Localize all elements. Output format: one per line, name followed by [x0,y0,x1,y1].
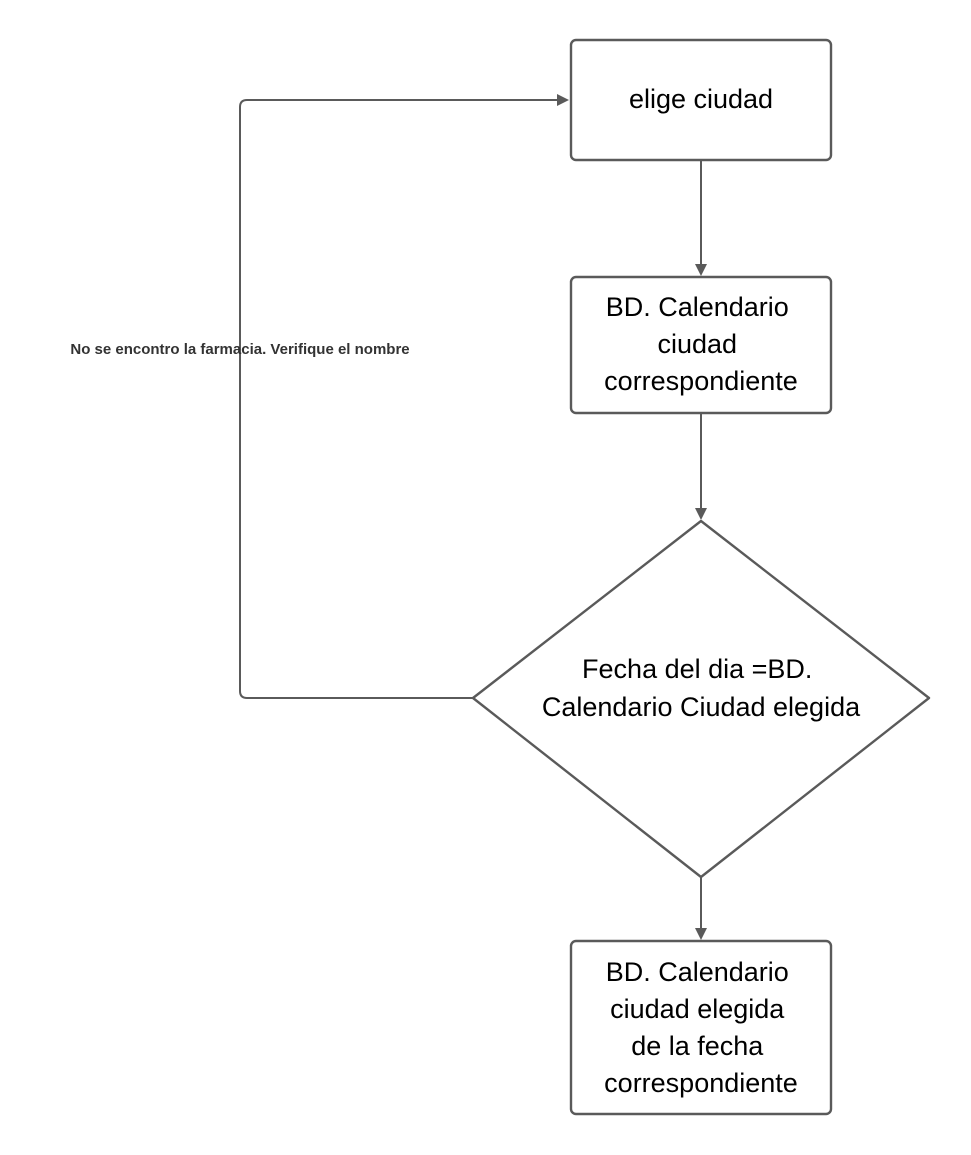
edge-date-check-loop-back-to-choose-city [239,94,569,699]
node-choose-city-text: elige ciudad [629,84,773,114]
node-line: correspondiente [604,1068,798,1098]
loop-back-label: No se encontro la farmacia. Verifique el… [70,341,409,358]
connectors [239,94,707,940]
node-date-check-text: Fecha del dia =BD. Calendario Ciudad ele… [542,654,861,722]
node-line: Calendario Ciudad elegida [542,692,861,722]
node-line: ciudad elegida [610,994,785,1024]
node-line: BD. Calendario [606,957,789,987]
process-box [569,38,833,162]
node-line: de la fecha [631,1031,764,1061]
node-line: ciudad [657,329,737,359]
node-choose-city: elige ciudad [569,38,833,162]
node-calendar-city-text: BD. Calendario ciudad correspondiente [604,292,798,396]
decision-diamond [471,519,931,879]
node-line: correspondiente [604,366,798,396]
process-box [569,939,833,1116]
process-box [569,275,833,415]
node-line: elige ciudad [629,84,773,114]
node-date-check: Fecha del dia =BD. Calendario Ciudad ele… [471,519,931,879]
node-calendar-result: BD. Calendario ciudad elegida de la fech… [569,939,833,1116]
node-line: BD. Calendario [606,292,789,322]
node-line: Fecha del dia =BD. [582,654,812,684]
node-calendar-result-text: BD. Calendario ciudad elegida de la fech… [604,957,798,1098]
node-calendar-city: BD. Calendario ciudad correspondiente [569,275,833,415]
